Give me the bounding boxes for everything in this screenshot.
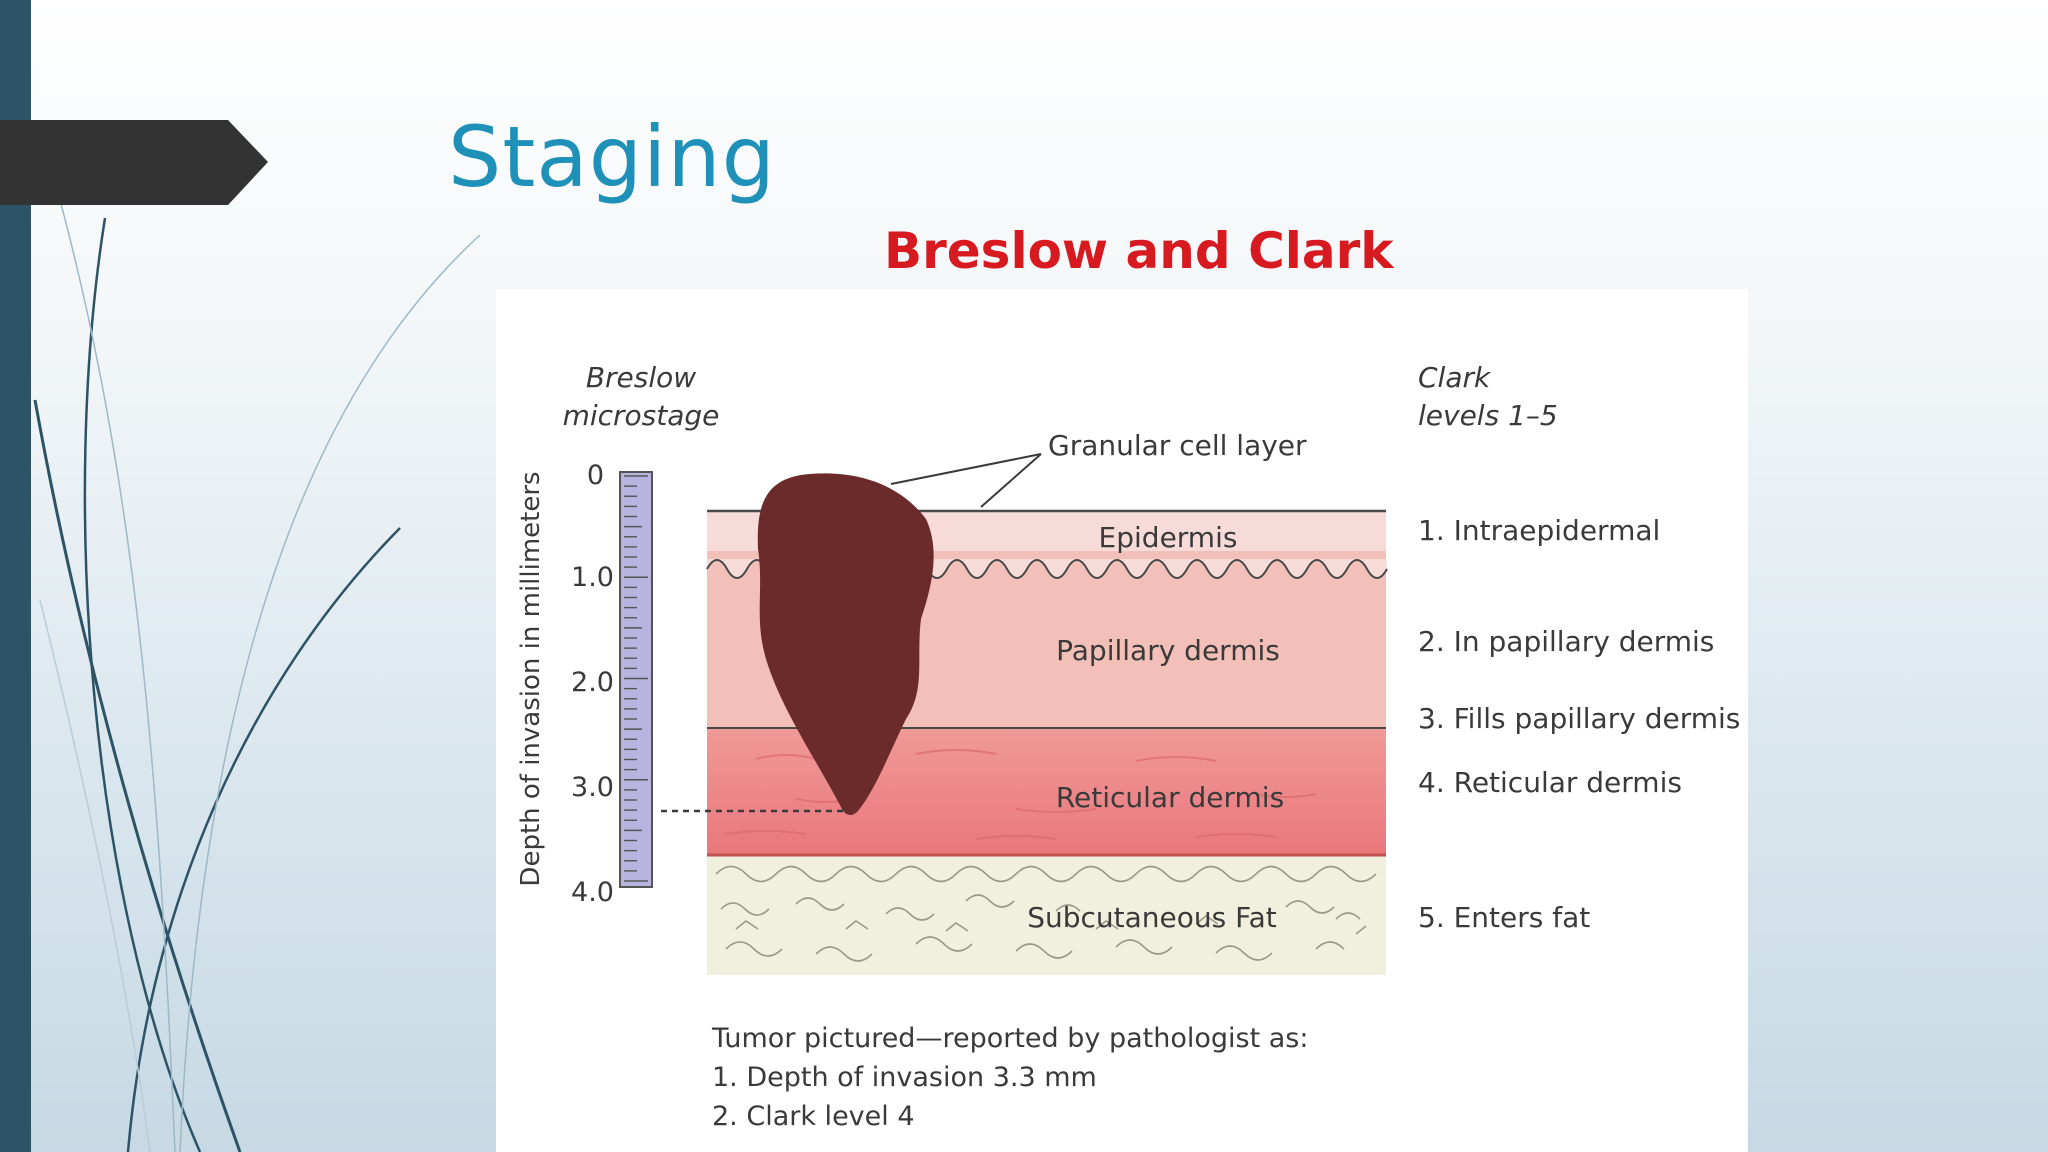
fat-lobules — [715, 865, 1377, 962]
clark-level-1: 1. Intraepidermal — [1418, 514, 1660, 547]
diagram-canvas: Breslow microstage Clark levels 1–5 Dept… — [516, 361, 1740, 1132]
breslow-clark-diagram: Breslow microstage Clark levels 1–5 Dept… — [496, 289, 1748, 1152]
clark-level-5: 5. Enters fat — [1418, 901, 1590, 934]
clark-level-2: 2. In papillary dermis — [1418, 625, 1714, 658]
clark-level-4: 4. Reticular dermis — [1418, 766, 1682, 799]
papillary-dermis-label: Papillary dermis — [1056, 634, 1280, 667]
depth-tick-4: 4.0 — [571, 877, 614, 908]
report-depth: 1. Depth of invasion 3.3 mm — [712, 1062, 1097, 1093]
subcutaneous-fat-label: Subcutaneous Fat — [1027, 901, 1277, 934]
clark-level-3: 3. Fills papillary dermis — [1418, 702, 1740, 735]
breslow-header-line2: microstage — [563, 399, 720, 432]
granular-cell-layer-label: Granular cell layer — [1048, 429, 1307, 462]
tumor — [757, 473, 934, 815]
depth-tick-1: 1.0 — [571, 562, 614, 593]
title-arrow-shape — [0, 120, 268, 205]
epidermis-label: Epidermis — [1099, 521, 1238, 554]
decorative-curves — [33, 199, 481, 1152]
slide-subtitle: Breslow and Clark — [884, 222, 1394, 280]
depth-tick-0: 0 — [587, 460, 604, 491]
report-heading: Tumor pictured—reported by pathologist a… — [711, 1023, 1308, 1054]
depth-ruler — [619, 471, 653, 888]
reticular-fibers — [725, 749, 1317, 840]
clark-header-line1: Clark — [1418, 361, 1492, 394]
granular-pointer-line-1 — [890, 453, 1042, 485]
slide-title: Staging — [448, 108, 776, 206]
depth-tick-2: 2.0 — [571, 667, 614, 698]
breslow-header-line1: Breslow — [586, 361, 696, 394]
reticular-dermis-label: Reticular dermis — [1056, 781, 1284, 814]
depth-tick-3: 3.0 — [571, 772, 614, 803]
depth-axis-label: Depth of invasion in millimeters — [516, 471, 546, 886]
clark-header-line2: levels 1–5 — [1418, 399, 1558, 432]
granular-pointer-line-2 — [980, 453, 1042, 508]
report-clark-level: 2. Clark level 4 — [712, 1101, 915, 1132]
